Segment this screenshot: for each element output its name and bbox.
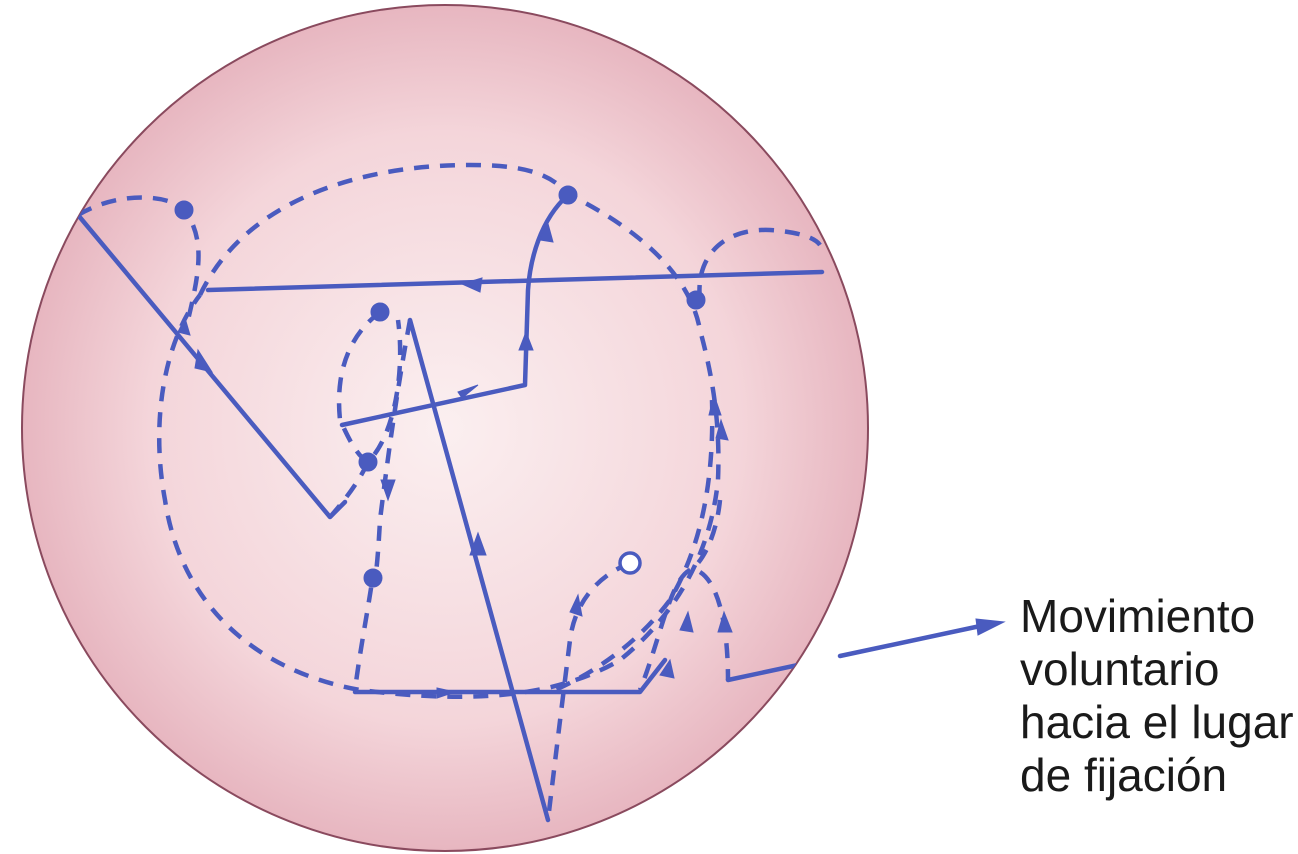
fixation-dot (359, 453, 377, 471)
end-point-open-dot (620, 553, 640, 573)
fixation-dot (364, 569, 382, 587)
caption-line-2: voluntario (1020, 643, 1290, 696)
caption-arrow-icon (976, 619, 1004, 635)
fixation-dot (687, 291, 705, 309)
caption-line-3: hacia el lugar (1020, 696, 1290, 749)
caption-line-1: Movimiento (1020, 590, 1290, 643)
fovea-disc (22, 5, 868, 851)
fixation-dot (175, 201, 193, 219)
caption-leader-line (840, 625, 985, 656)
caption-movimiento-voluntario: Movimiento voluntario hacia el lugar de … (1020, 590, 1290, 802)
caption-line-4: de fijación (1020, 749, 1290, 802)
fixation-dot (371, 303, 389, 321)
fixation-dot (559, 186, 577, 204)
